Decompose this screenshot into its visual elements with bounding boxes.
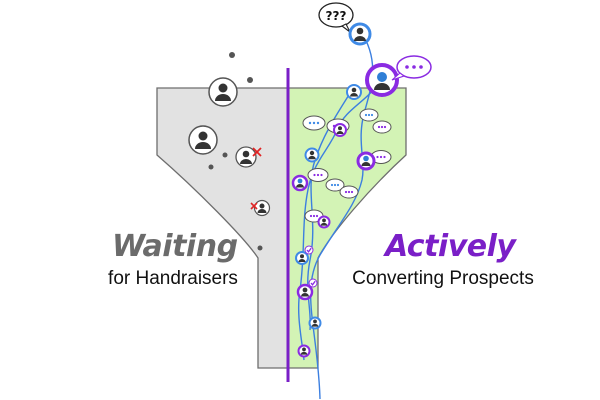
person-avatar-icon	[235, 146, 257, 168]
person-avatar-icon	[308, 316, 322, 330]
x-mark-icon	[252, 147, 262, 157]
person-avatar-icon	[346, 84, 362, 100]
person-avatar-icon	[208, 77, 238, 107]
chat-bubble-icon	[325, 178, 345, 192]
person-avatar-icon	[365, 63, 399, 97]
person-avatar-icon	[295, 251, 309, 265]
waiting-subtitle: for Handraisers	[108, 268, 238, 289]
person-avatar-icon	[253, 199, 271, 217]
chat-bubble-icon	[339, 185, 359, 199]
question-bubble-text: ???	[326, 9, 347, 23]
checkmark-icon	[304, 245, 314, 255]
chat-bubble-icon	[302, 115, 326, 131]
chat-bubble-icon	[370, 150, 392, 164]
person-avatar-icon	[348, 22, 372, 46]
active-title: Actively	[385, 229, 516, 264]
chat-bubble-icon: ???	[318, 2, 354, 33]
person-avatar-icon	[297, 344, 311, 358]
chat-bubble-icon	[307, 168, 329, 182]
funnel-left-half	[156, 87, 289, 369]
person-avatar-icon	[333, 123, 347, 137]
person-avatar-icon	[188, 125, 218, 155]
person-avatar-icon	[304, 147, 320, 163]
chat-bubble-icon	[372, 120, 392, 134]
waiting-title: Waiting	[112, 229, 238, 264]
x-mark-icon	[250, 202, 258, 210]
waiting-dots	[208, 52, 263, 251]
chat-bubble-icon	[391, 55, 432, 81]
active-subtitle: Converting Prospects	[352, 268, 534, 289]
chat-bubble-icon	[359, 108, 379, 122]
person-avatar-icon	[317, 215, 331, 229]
person-avatar-icon	[356, 151, 376, 171]
person-avatar-icon	[291, 174, 309, 192]
person-avatar-icon	[296, 283, 314, 301]
checkmark-icon	[308, 278, 318, 288]
